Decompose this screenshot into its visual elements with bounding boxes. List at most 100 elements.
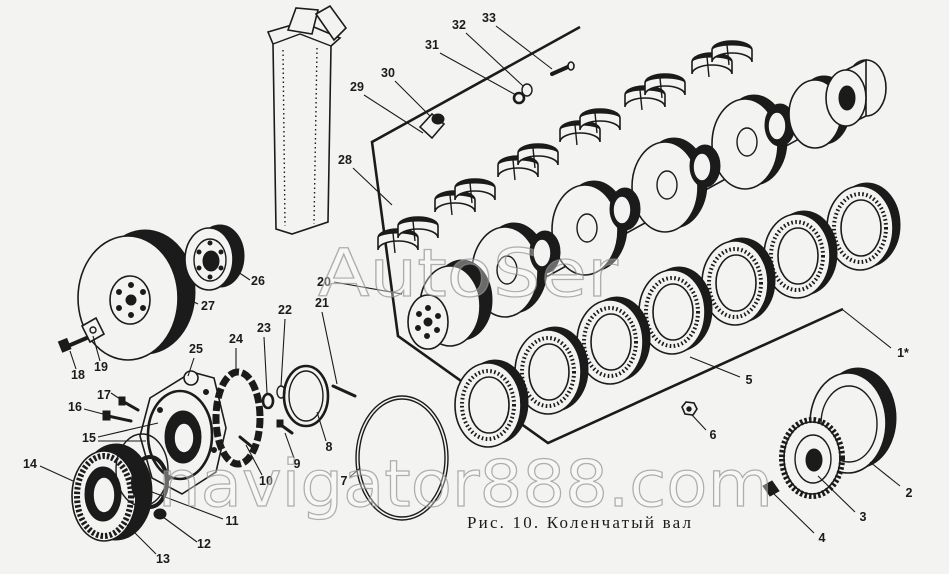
- flywheel-hole: [140, 289, 146, 295]
- leader-line-27: [179, 294, 199, 305]
- bolt-17-shank: [122, 400, 140, 412]
- shell-oil-groove: [412, 220, 416, 242]
- bearing-shell: [644, 73, 686, 99]
- callout-32: 32: [452, 18, 466, 32]
- flywheel-hole: [116, 289, 122, 295]
- callout-21: 21: [315, 296, 329, 310]
- callout-17: 17: [97, 388, 111, 402]
- leader-line-30: [394, 80, 431, 117]
- shell-inner-face: [579, 108, 621, 119]
- bearing-rollers: [520, 336, 576, 408]
- bolt-17-head: [118, 396, 126, 406]
- crank-pin-outline: [496, 255, 518, 285]
- crank-web-face: [631, 141, 699, 233]
- leader-line-1: [842, 309, 892, 349]
- journal-face: [532, 238, 552, 268]
- nut-6-hole: [686, 406, 692, 412]
- bearing-shells-row: [377, 40, 753, 254]
- flywheel-27: [77, 229, 196, 361]
- leader-line-19: [92, 335, 101, 362]
- tube-top-flap: [286, 7, 320, 35]
- shell-inner-face: [377, 228, 419, 239]
- leader-line-18: [69, 350, 77, 370]
- cover-seal-seat: [173, 422, 195, 454]
- leader-line-28: [352, 167, 393, 206]
- callout-33: 33: [482, 11, 496, 25]
- flywheel-hole: [128, 312, 134, 318]
- crankshaft-assembly-outline: [370, 25, 844, 445]
- bearing-bore: [590, 313, 632, 371]
- pulley-hole: [218, 265, 224, 271]
- nut-6: [681, 401, 698, 416]
- leader-line-12: [162, 516, 198, 543]
- stud-10-shank: [238, 435, 253, 448]
- callout-1: 1*: [897, 346, 909, 360]
- callout-5: 5: [746, 373, 753, 387]
- shell-oil-groove: [469, 182, 473, 204]
- shell-oil-groove: [532, 147, 536, 169]
- shell-inner-face: [691, 52, 733, 63]
- callout-26: 26: [251, 274, 265, 288]
- bearing-shell: [377, 228, 419, 254]
- tube-edge: [272, 33, 332, 47]
- crankshaft: [407, 58, 887, 350]
- leader-line-3: [817, 475, 856, 513]
- housing-14-seat: [92, 476, 116, 514]
- crankshaft-rear-end: [788, 58, 887, 149]
- bearing-shell: [517, 143, 559, 169]
- main-bearing: [638, 266, 713, 355]
- bearing-rollers: [582, 306, 638, 378]
- pin-33: [550, 61, 575, 76]
- journal-face: [612, 195, 632, 225]
- flywheel-hole: [116, 305, 122, 311]
- callout-25: 25: [189, 342, 203, 356]
- seal-11: [131, 455, 169, 509]
- main-bearing: [454, 359, 529, 448]
- bearing-bore: [468, 376, 510, 434]
- leader-line-13: [124, 522, 157, 555]
- nose-hole: [416, 311, 422, 317]
- shell-inner-face: [624, 85, 666, 96]
- callout-11: 11: [225, 514, 238, 528]
- leader-line-7: [349, 467, 361, 478]
- bolt-18-head: [57, 337, 72, 353]
- shell-inner-face: [454, 178, 496, 189]
- nose-hole: [435, 313, 441, 319]
- leader-line-20: [333, 281, 403, 295]
- gear-3-teeth: [779, 417, 845, 499]
- bolt-16-head: [102, 410, 111, 421]
- key-4: [762, 480, 780, 497]
- callout-3: 3: [860, 510, 867, 524]
- plug-end: [431, 113, 445, 125]
- leader-line-5: [689, 356, 741, 378]
- shell-oil-groove: [512, 159, 516, 181]
- pulley-hole: [196, 249, 202, 255]
- leader-line-2: [869, 461, 901, 487]
- callout-9: 9: [294, 457, 301, 471]
- pin-33-body: [550, 64, 572, 76]
- cover-hole: [203, 389, 209, 395]
- main-bearing: [701, 237, 776, 326]
- lock-plate-19: [80, 316, 106, 344]
- leader-line-14: [39, 465, 74, 482]
- plate-19-body: [80, 316, 106, 344]
- bolt-17: [118, 396, 140, 412]
- shell-inner-face: [497, 155, 539, 166]
- callout-24: 24: [229, 332, 243, 346]
- bearing-shell: [434, 190, 476, 216]
- crank-webs: [471, 94, 788, 318]
- ring-7-outer: [355, 395, 449, 521]
- bearing-rollers: [460, 369, 516, 441]
- callout-20: 20: [317, 275, 331, 289]
- leader-line-17: [110, 392, 121, 400]
- bearing-rollers: [644, 276, 700, 348]
- leader-line-23: [263, 336, 268, 394]
- pulley-hub: [202, 250, 220, 272]
- leader-line-33: [495, 25, 553, 70]
- bearing-bore: [652, 283, 694, 341]
- bearing-shell: [397, 216, 439, 242]
- callout-12: 12: [197, 537, 211, 551]
- crank-journal: [529, 230, 561, 274]
- bearing-bore: [777, 227, 819, 285]
- shell-inner-face: [397, 216, 439, 227]
